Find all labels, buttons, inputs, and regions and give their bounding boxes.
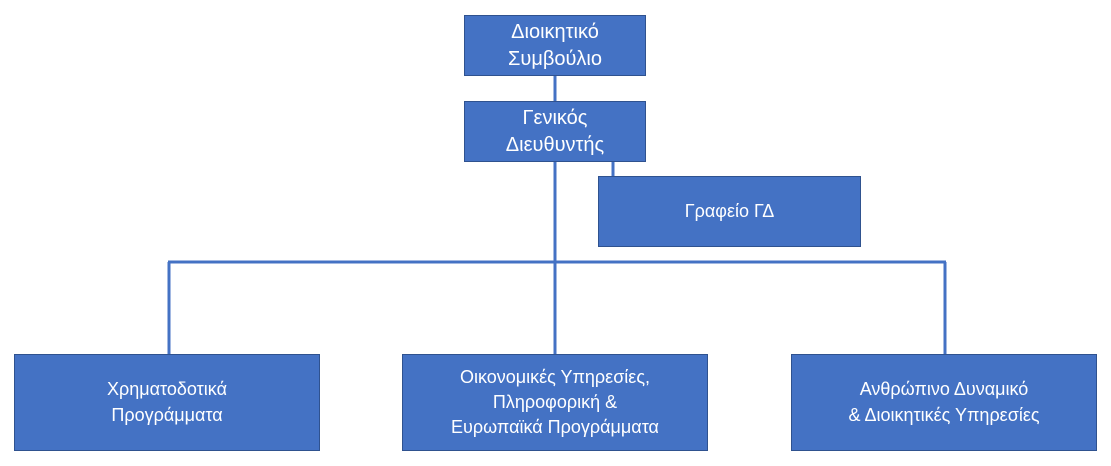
node-funding-programs: Χρηματοδοτικά Προγράμματα [14,354,320,451]
node-label: Γραφείο ΓΔ [684,200,775,221]
node-gm-office: Γραφείο ΓΔ [598,176,861,247]
node-label: Ανθρώπινο Δυναμικό & Διοικητικές Υπηρεσί… [848,379,1040,425]
node-label: Γενικός Διευθυντής [505,106,605,156]
node-financial-it-eu-programs: Οικονομικές Υπηρεσίες, Πληροφορική & Ευρ… [402,354,708,451]
node-label: Χρηματοδοτικά Προγράμματα [107,379,227,425]
node-board-of-directors: Διοικητικό Συμβούλιο [464,15,646,76]
node-hr-administrative-services: Ανθρώπινο Δυναμικό & Διοικητικές Υπηρεσί… [791,354,1097,451]
node-label: Οικονομικές Υπηρεσίες, Πληροφορική & Ευρ… [451,366,659,438]
node-general-manager: Γενικός Διευθυντής [464,101,646,162]
node-label: Διοικητικό Συμβούλιο [508,20,602,70]
